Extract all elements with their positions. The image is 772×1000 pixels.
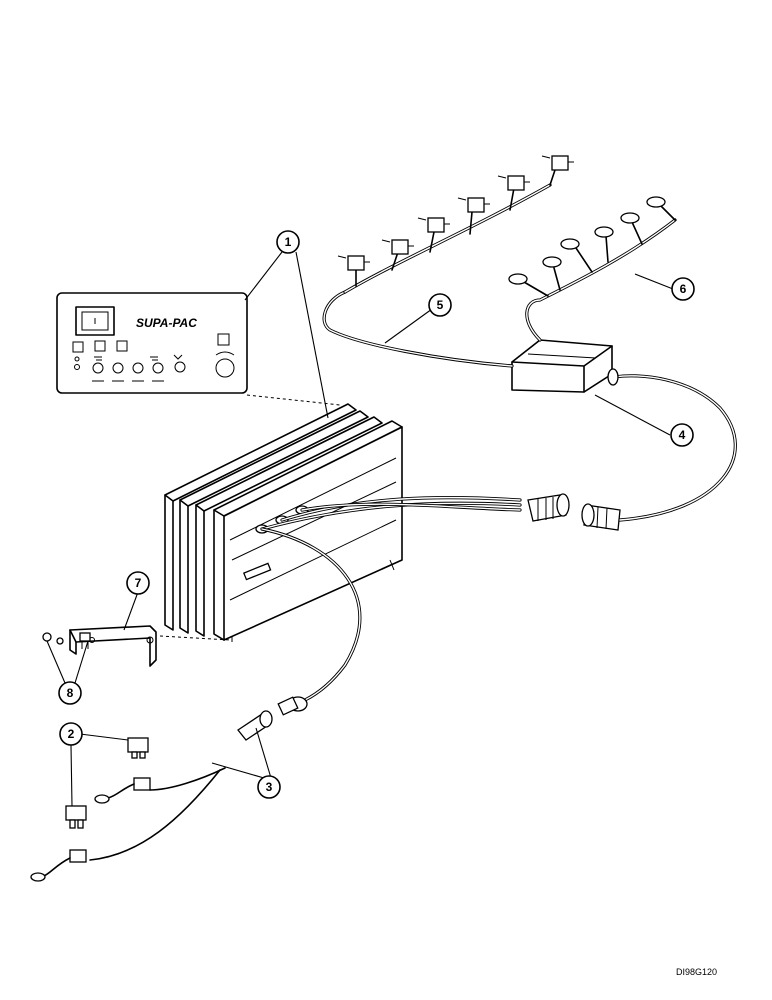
screw (42, 632, 52, 642)
figure-reference: DI98G120 (676, 967, 717, 977)
svg-text:5: 5 (437, 298, 444, 312)
callout-1: 1 (276, 230, 300, 254)
callout-7: 7 (126, 571, 150, 595)
harness-five (322, 155, 574, 368)
callout-2: 2 (59, 722, 83, 746)
callout-5: 5 (428, 293, 452, 317)
callout-8: 8 (58, 681, 82, 705)
svg-text:7: 7 (135, 576, 142, 590)
svg-text:3: 3 (266, 780, 273, 794)
sensor-cable (260, 527, 362, 716)
callout-3: 3 (257, 775, 281, 799)
harness-six (508, 196, 677, 342)
callout-4: 4 (670, 423, 694, 447)
svg-text:4: 4 (679, 428, 686, 442)
svg-text:2: 2 (68, 727, 75, 741)
control-panel-face: SUPA-PAC (56, 292, 248, 394)
junction-box (511, 339, 619, 393)
power-lead (30, 710, 273, 882)
svg-text:1: 1 (285, 235, 292, 249)
screw (56, 637, 64, 645)
svg-text:8: 8 (67, 686, 74, 700)
panel-brand-label: SUPA-PAC (136, 316, 197, 330)
leader-lines (46, 251, 674, 807)
mounting-bracket (42, 625, 157, 667)
main-harness-cable (260, 374, 737, 531)
callout-6: 6 (671, 277, 695, 301)
svg-text:6: 6 (680, 282, 687, 296)
projection-line (246, 394, 341, 406)
